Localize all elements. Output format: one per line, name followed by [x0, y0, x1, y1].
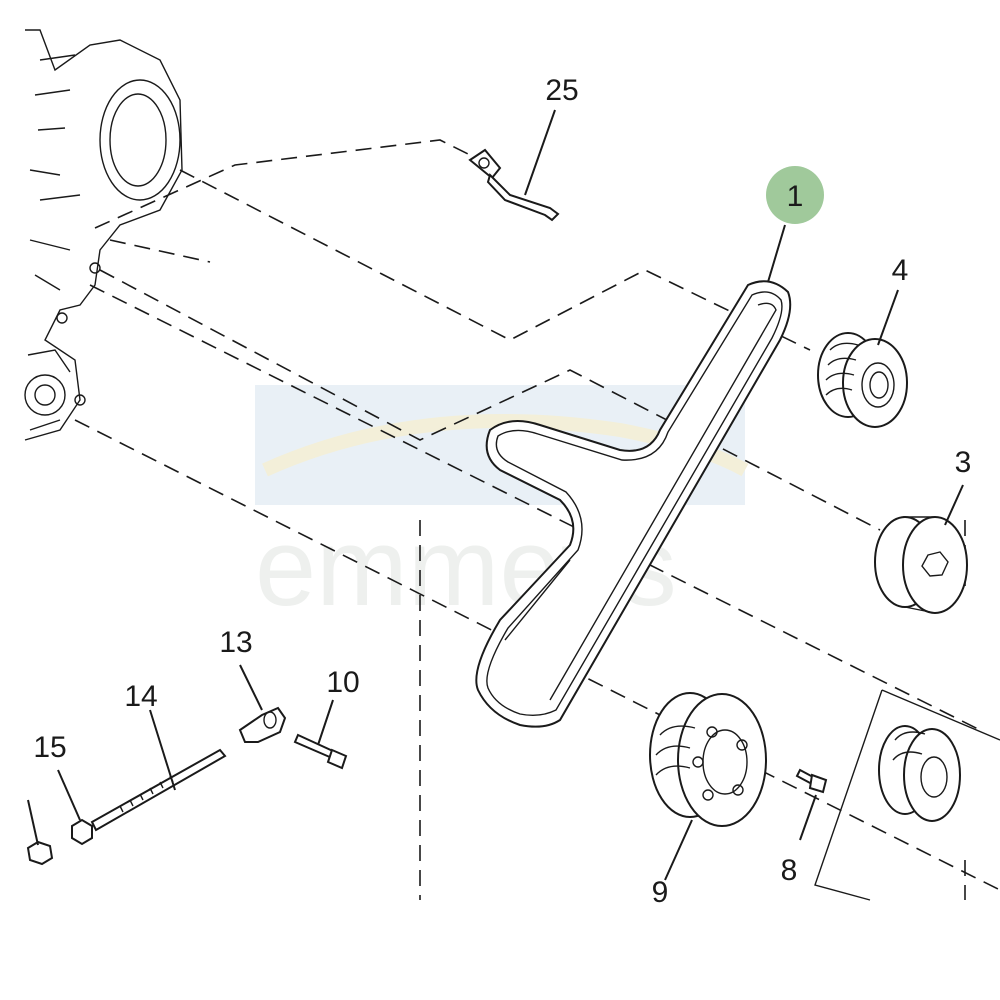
engine-block: [24, 29, 183, 441]
callout-1: 1: [787, 180, 804, 213]
framed-pulley-assembly: [814, 689, 1000, 901]
callout-9: 9: [652, 876, 669, 909]
callout-1-highlight: [766, 166, 824, 224]
callout-labels: 1 3 4 8 9 10 13 14 15 25: [33, 74, 971, 909]
callout-8: 8: [781, 854, 798, 887]
part-4-pulley: [817, 332, 908, 428]
callout-15: 15: [33, 731, 66, 764]
callout-13: 13: [219, 626, 252, 659]
leader-lines: [27, 109, 964, 881]
part-14-threaded-rod: [90, 748, 227, 832]
part-9-crank-pulley: [649, 692, 767, 827]
callout-14: 14: [124, 680, 157, 713]
callout-3: 3: [955, 446, 972, 479]
callout-10: 10: [326, 666, 359, 699]
callout-4: 4: [892, 254, 909, 287]
part-1-drive-belt: [475, 280, 792, 728]
part-13-rod-end: [238, 706, 287, 743]
part-3-idler: [874, 516, 968, 614]
part-8-bolt: [795, 768, 828, 794]
callout-25: 25: [545, 74, 578, 107]
part-25-bolt: [468, 148, 560, 222]
part-10-bolt: [293, 733, 348, 770]
